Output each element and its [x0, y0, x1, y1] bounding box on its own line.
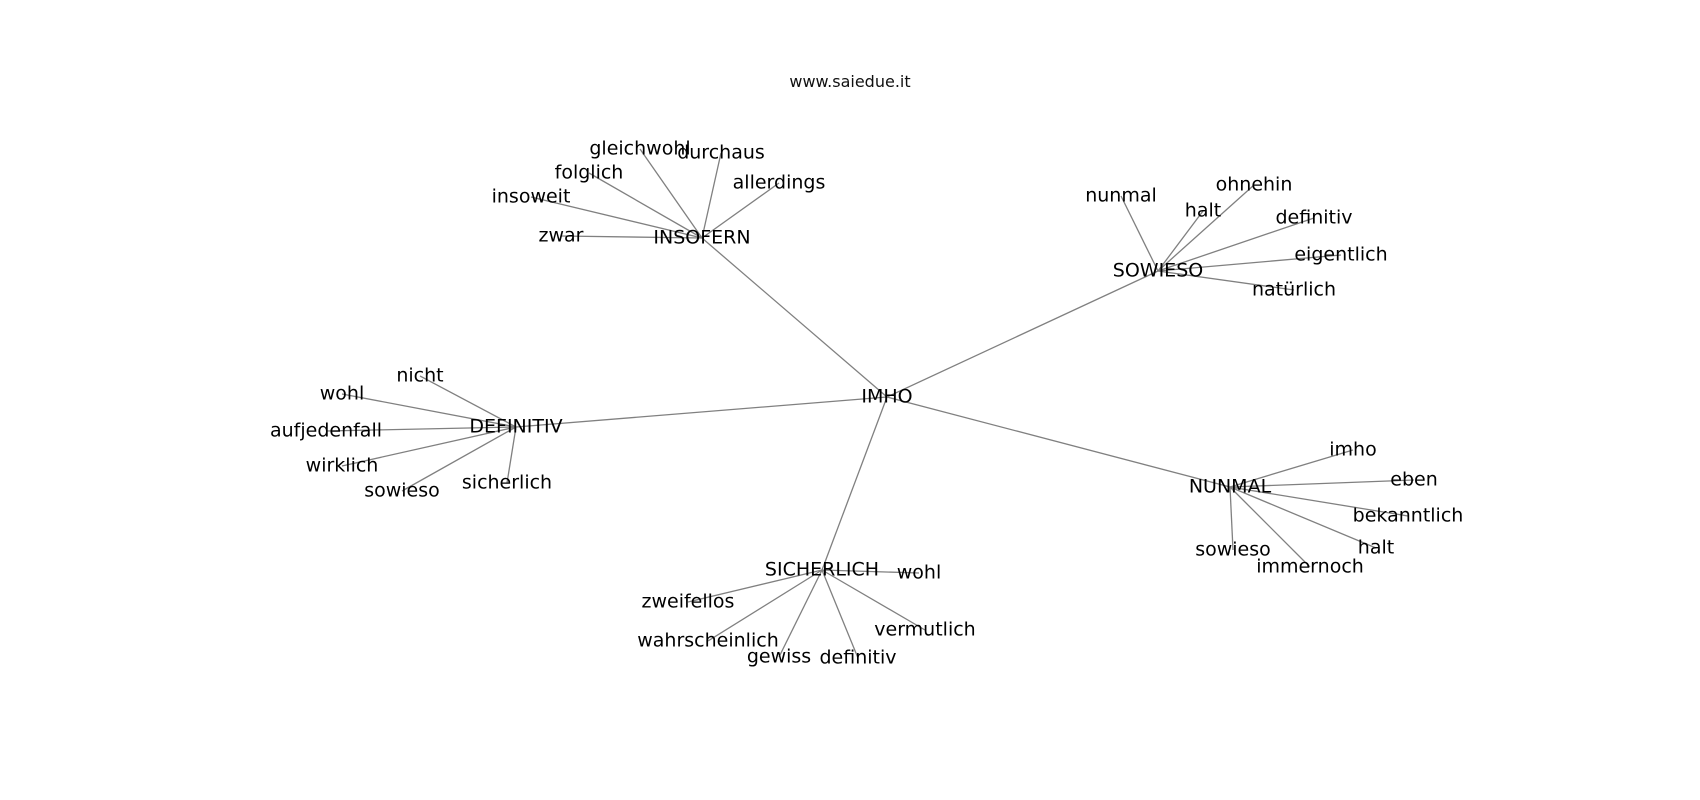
edge-insofern-folglich [588, 172, 703, 239]
edge-root-insofern [701, 237, 888, 398]
node-group-sicherlich: SICHERLICH [765, 559, 879, 581]
node-leaf-sicherlich-gewiss: gewiss [747, 646, 811, 668]
node-group-nunmal: NUNMAL [1189, 476, 1272, 498]
node-leaf-sowieso-nunmal: nunmal [1085, 185, 1157, 207]
edge-root-nunmal [886, 396, 1231, 488]
edge-insofern-insoweit [530, 196, 703, 239]
edge-sicherlich-zweifellos [687, 569, 823, 603]
edge-nunmal-halt [1229, 486, 1377, 549]
node-leaf-nunmal-bekanntlich: bekanntlich [1353, 505, 1464, 527]
edge-insofern-durchaus [701, 152, 722, 239]
edge-sicherlich-wahrscheinlich [707, 569, 823, 642]
edge-definitiv-sicherlich [506, 426, 517, 484]
node-leaf-nunmal-sowieso: sowieso [1195, 539, 1271, 561]
node-leaf-nunmal-eben: eben [1390, 469, 1437, 491]
edge-insofern-zwar [560, 235, 703, 239]
edge-nunmal-imho [1229, 449, 1354, 488]
node-leaf-sicherlich-wahrscheinlich: wahrscheinlich [637, 630, 778, 652]
edge-sicherlich-wohl [821, 569, 920, 574]
edge-definitiv-sowieso [401, 426, 517, 492]
node-leaf-sowieso-definitiv: definitiv [1275, 207, 1352, 229]
node-leaf-definitiv-wirklich: wirklich [306, 455, 379, 477]
edges-layer [325, 148, 1415, 659]
node-leaf-nunmal-halt: halt [1358, 537, 1394, 559]
edge-sowieso-ohnehin [1157, 184, 1255, 272]
node-group-insofern: INSOFERN [653, 227, 750, 249]
edge-definitiv-wirklich [341, 426, 517, 467]
edge-sowieso-nunmal [1120, 195, 1159, 272]
diagram-title: www.saiedue.it [789, 72, 911, 91]
edge-sicherlich-gewiss [778, 569, 823, 658]
edge-root-sicherlich [821, 396, 888, 571]
node-leaf-definitiv-nicht: nicht [396, 365, 443, 387]
node-leaf-sowieso-eigentlich: eigentlich [1294, 244, 1387, 266]
node-leaf-sicherlich-vermutlich: vermutlich [874, 619, 975, 641]
edge-sowieso-eigentlich [1157, 254, 1342, 272]
node-root-imho: IMHO [861, 386, 912, 408]
node-leaf-insofern-insoweit: insoweit [492, 186, 571, 208]
edge-root-sowieso [886, 270, 1159, 398]
edge-definitiv-aufjedenfall [325, 426, 517, 432]
edge-sowieso-halt [1157, 210, 1204, 272]
edge-definitiv-nicht [419, 375, 517, 428]
edge-sicherlich-vermutlich [821, 569, 926, 631]
node-leaf-insofern-allerdings: allerdings [733, 172, 826, 194]
node-leaf-insofern-gleichwohl: gleichwohl [589, 138, 690, 160]
node-leaf-insofern-zwar: zwar [539, 225, 584, 247]
node-leaf-sicherlich-zweifellos: zweifellos [642, 591, 735, 613]
edge-insofern-gleichwohl [639, 148, 703, 239]
node-leaf-definitiv-sowieso: sowieso [364, 480, 440, 502]
edge-sowieso-definitiv [1157, 217, 1315, 272]
edge-sicherlich-definitiv [821, 569, 859, 659]
edge-nunmal-eben [1229, 479, 1415, 488]
node-leaf-insofern-durchaus: durchaus [677, 142, 765, 164]
edge-nunmal-bekanntlich [1229, 486, 1409, 517]
node-leaf-nunmal-imho: imho [1329, 439, 1376, 461]
node-leaf-sicherlich-wohl: wohl [897, 562, 942, 584]
node-leaf-sowieso-naturlich: natürlich [1252, 279, 1336, 301]
node-leaf-sowieso-ohnehin: ohnehin [1216, 174, 1293, 196]
edge-definitiv-wohl [341, 393, 517, 428]
edge-insofern-allerdings [701, 182, 780, 239]
node-leaf-definitiv-aufjedenfall: aufjedenfall [270, 420, 382, 442]
node-group-definitiv: DEFINITIV [469, 416, 562, 438]
edge-nunmal-immernoch [1229, 486, 1311, 568]
edge-sowieso-naturlich [1157, 270, 1295, 291]
node-leaf-definitiv-sicherlich: sicherlich [462, 472, 552, 494]
node-leaf-nunmal-immernoch: immernoch [1256, 556, 1364, 578]
node-leaf-insofern-folglich: folglich [555, 162, 624, 184]
node-leaf-sowieso-halt: halt [1185, 200, 1221, 222]
node-leaf-definitiv-wohl: wohl [320, 383, 365, 405]
node-group-sowieso: SOWIESO [1113, 260, 1203, 282]
node-leaf-sicherlich-definitiv: definitiv [819, 647, 896, 669]
edge-root-definitiv [515, 396, 888, 428]
edge-nunmal-sowieso [1229, 486, 1234, 551]
